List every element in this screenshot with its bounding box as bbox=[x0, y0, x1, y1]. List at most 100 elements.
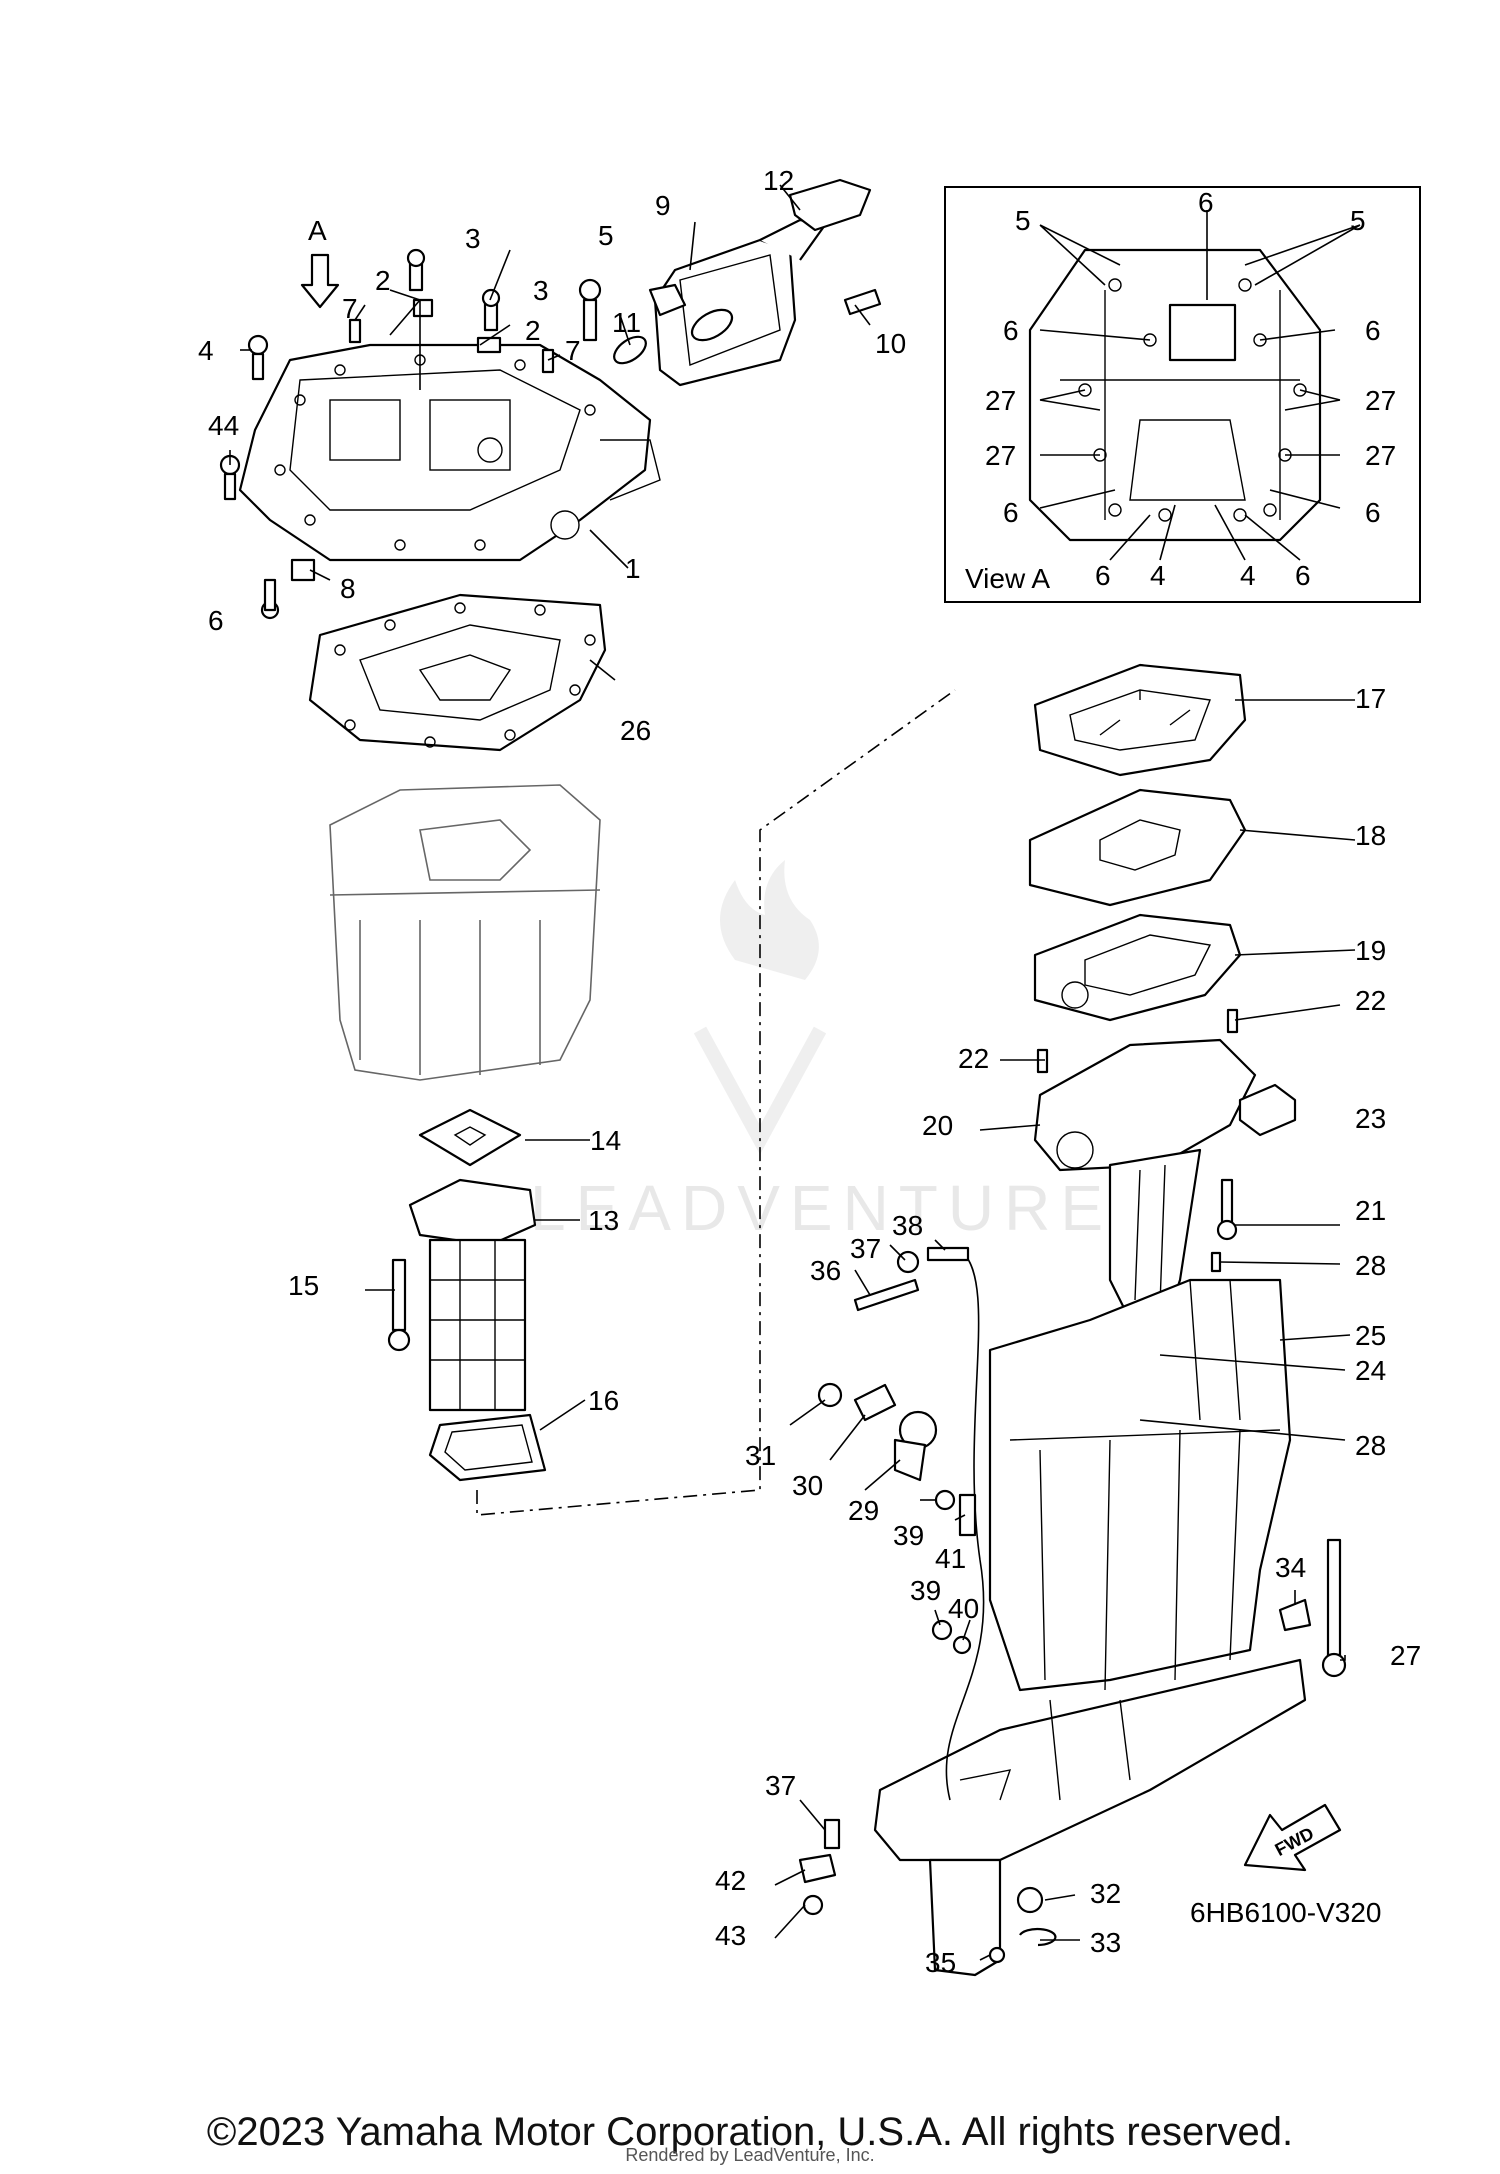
view-a-6-left-2: 6 bbox=[1003, 497, 1019, 528]
callout-5: 5 bbox=[598, 220, 614, 251]
view-a-5-left: 5 bbox=[1015, 205, 1031, 236]
callout-40: 40 bbox=[948, 1593, 979, 1624]
part-screw-39a bbox=[934, 1489, 956, 1511]
callout-22b: 22 bbox=[1355, 985, 1386, 1016]
callout-17: 17 bbox=[1355, 683, 1386, 714]
part-bolt-27 bbox=[1326, 1538, 1342, 1662]
callout-41: 41 bbox=[935, 1543, 966, 1574]
part-gasket-19 bbox=[1033, 913, 1242, 1022]
callout-15: 15 bbox=[288, 1270, 319, 1301]
callout-19: 19 bbox=[1355, 935, 1386, 966]
part-clip-33 bbox=[1019, 1927, 1057, 1947]
part-grommet-32 bbox=[1016, 1886, 1044, 1914]
view-a-6-right-1: 6 bbox=[1365, 315, 1381, 346]
callout-7b: 7 bbox=[565, 335, 581, 366]
view-a-27-right-2: 27 bbox=[1365, 440, 1396, 471]
callout-26: 26 bbox=[620, 715, 651, 746]
rendered-by-notice: Rendered by LeadVenture, Inc. bbox=[625, 2145, 875, 2165]
view-a-5-right: 5 bbox=[1350, 205, 1366, 236]
part-pin-22b bbox=[1226, 1008, 1239, 1034]
callout-32: 32 bbox=[1090, 1878, 1121, 1909]
view-a-label: View A bbox=[965, 563, 1050, 594]
part-bracket-42 bbox=[798, 1853, 837, 1884]
callout-7a: 7 bbox=[342, 293, 358, 324]
part-joint-38 bbox=[926, 1246, 970, 1262]
callout-28a: 28 bbox=[1355, 1250, 1386, 1281]
part-bolt-21 bbox=[1220, 1178, 1234, 1227]
part-bolt-15 bbox=[391, 1258, 407, 1332]
part-seal-23 bbox=[1238, 1083, 1297, 1137]
part-gasket-17 bbox=[1033, 663, 1247, 777]
callout-35: 35 bbox=[925, 1947, 956, 1978]
part-bracket-41 bbox=[958, 1493, 977, 1537]
view-a-6-left-1: 6 bbox=[1003, 315, 1019, 346]
callout-39b: 39 bbox=[910, 1575, 941, 1606]
view-a-6-bottom-1: 6 bbox=[1095, 560, 1111, 591]
part-seal-11 bbox=[613, 335, 647, 365]
part-exhaust-guide-20 bbox=[1033, 1038, 1257, 1322]
callout-30: 30 bbox=[792, 1470, 823, 1501]
part-clip-37b bbox=[823, 1818, 841, 1850]
part-screw-43 bbox=[802, 1894, 824, 1916]
callout-4: 4 bbox=[198, 335, 214, 366]
view-a-6-bottom-2: 6 bbox=[1295, 560, 1311, 591]
part-pin-36 bbox=[853, 1278, 920, 1312]
callout-21: 21 bbox=[1355, 1195, 1386, 1226]
callout-25: 25 bbox=[1355, 1320, 1386, 1351]
view-arrow-a: A bbox=[300, 215, 340, 309]
callout-12: 12 bbox=[763, 165, 794, 196]
leader-lines bbox=[229, 184, 1361, 1961]
copyright-notice: ©2023 Yamaha Motor Corporation, U.S.A. A… bbox=[206, 2110, 1294, 2154]
watermark: LEADVENTURE bbox=[530, 860, 1113, 1244]
callout-28b: 28 bbox=[1355, 1430, 1386, 1461]
part-ghost-oil-pan bbox=[329, 784, 601, 1081]
part-screw-39b bbox=[931, 1619, 953, 1641]
callout-2b: 2 bbox=[525, 315, 541, 346]
callout-24: 24 bbox=[1355, 1355, 1386, 1386]
diagram-code: 6HB6100-V320 bbox=[1190, 1897, 1381, 1928]
part-bolt-10 bbox=[843, 288, 882, 316]
callout-38: 38 bbox=[892, 1210, 923, 1241]
part-muffler bbox=[648, 178, 872, 387]
callout-31: 31 bbox=[745, 1440, 776, 1471]
callout-39a: 39 bbox=[893, 1520, 924, 1551]
callout-22a: 22 bbox=[958, 1043, 989, 1074]
callout-44: 44 bbox=[208, 410, 239, 441]
part-washer-40 bbox=[952, 1635, 972, 1655]
view-a-4-left: 4 bbox=[1150, 560, 1166, 591]
callout-18: 18 bbox=[1355, 820, 1386, 851]
callout-29: 29 bbox=[848, 1495, 879, 1526]
callout-10: 10 bbox=[875, 328, 906, 359]
callout-34: 34 bbox=[1275, 1552, 1306, 1583]
callout-16: 16 bbox=[588, 1385, 619, 1416]
callout-3b: 3 bbox=[533, 275, 549, 306]
callout-8: 8 bbox=[340, 573, 356, 604]
view-a-27-left-1: 27 bbox=[985, 385, 1016, 416]
part-pin-22a bbox=[1036, 1048, 1049, 1074]
part-upper-casing bbox=[238, 343, 661, 562]
callout-37b: 37 bbox=[765, 1770, 796, 1801]
part-upper-casing-25 bbox=[988, 1278, 1292, 1692]
view-a-27-left-2: 27 bbox=[985, 440, 1016, 471]
fwd-arrow: FWD bbox=[1243, 1803, 1342, 1872]
view-arrow-label: A bbox=[308, 215, 327, 246]
callout-13: 13 bbox=[588, 1205, 619, 1236]
view-a-inset: View A bbox=[944, 186, 1421, 603]
view-a-6-top: 6 bbox=[1198, 187, 1214, 218]
part-pin-28a bbox=[1210, 1251, 1222, 1273]
callout-37a: 37 bbox=[850, 1233, 881, 1264]
view-a-6-right-2: 6 bbox=[1365, 497, 1381, 528]
part-lower-plate bbox=[873, 1658, 1307, 1977]
view-a-27-right-1: 27 bbox=[1365, 385, 1396, 416]
view-a-callout-labels: 5 5 6 6 6 27 27 27 27 6 6 6 4 4 6 bbox=[985, 187, 1396, 591]
callout-3a: 3 bbox=[465, 223, 481, 254]
callout-36: 36 bbox=[810, 1255, 841, 1286]
callout-6: 6 bbox=[208, 605, 224, 636]
callout-14: 14 bbox=[590, 1125, 621, 1156]
callout-27: 27 bbox=[1390, 1640, 1421, 1671]
part-strainer-13 bbox=[408, 1178, 537, 1412]
part-cover-34 bbox=[1278, 1598, 1312, 1632]
watermark-text: LEADVENTURE bbox=[530, 1172, 1113, 1244]
part-screw-35 bbox=[988, 1946, 1006, 1964]
